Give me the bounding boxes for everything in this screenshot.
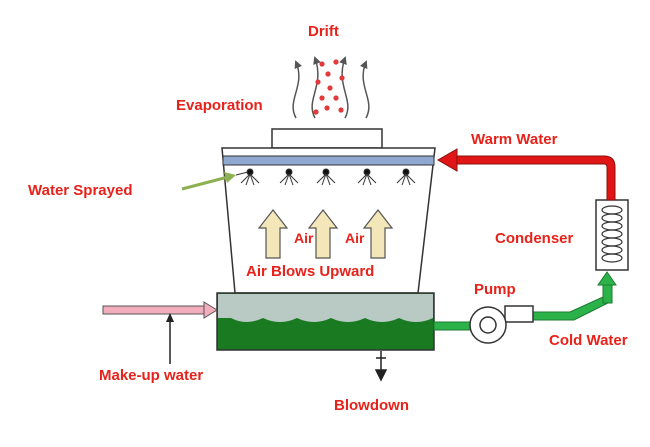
- air-arrows: [257, 209, 394, 259]
- warm-water-label: Warm Water: [471, 131, 558, 148]
- blowdown-label: Blowdown: [334, 397, 409, 414]
- spray-header: [222, 155, 435, 166]
- makeup-water-label: Make-up water: [99, 367, 204, 384]
- makeup-water-inlet: [102, 301, 218, 364]
- cold-water-label: Cold Water: [549, 332, 628, 349]
- drift-droplets: [313, 59, 345, 115]
- pump: [469, 305, 534, 344]
- air-label-2: Air: [345, 230, 365, 246]
- air-blows-upward-label: Air Blows Upward: [246, 263, 375, 280]
- spray-nozzles: [240, 168, 416, 186]
- basin: [216, 292, 435, 351]
- evaporation-label: Evaporation: [176, 97, 263, 114]
- drift-label: Drift: [308, 23, 339, 40]
- cold-water-pipe: [433, 271, 617, 331]
- fan-stack: [271, 128, 383, 149]
- condenser-label: Condenser: [495, 230, 574, 247]
- condenser: [595, 199, 629, 271]
- water-sprayed-label: Water Sprayed: [28, 182, 133, 199]
- air-label-1: Air: [294, 230, 314, 246]
- blowdown-outlet: [374, 351, 388, 382]
- warm-water-pipe: [437, 148, 616, 201]
- water-sprayed-arrow: [181, 171, 249, 191]
- pump-label: Pump: [474, 281, 516, 298]
- evaporation-plumes: [292, 56, 370, 119]
